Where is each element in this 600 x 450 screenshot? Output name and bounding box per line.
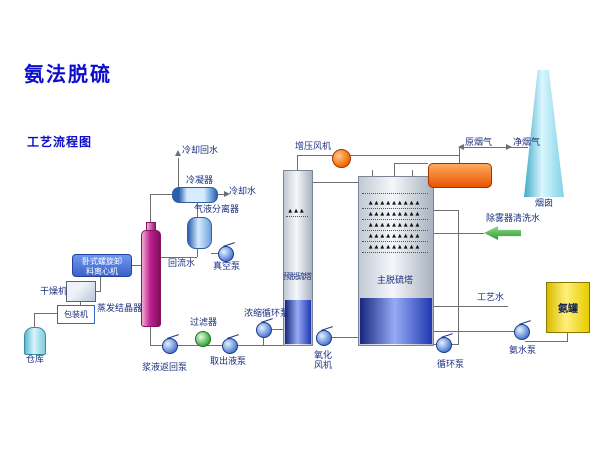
diagram-subtitle: 工艺流程图 (27, 135, 93, 149)
pipe-to-dryer (94, 291, 101, 292)
spray-row-small: ▲▲▲ (286, 209, 308, 217)
pipe-maintower-ggh (394, 163, 428, 164)
concentration-pump-symbol (256, 322, 272, 338)
slurry-return-pump-label: 浆液返回泵 (142, 363, 188, 373)
warehouse-label: 仓库 (26, 355, 45, 365)
pipe-oxidation-air (331, 337, 358, 338)
main-tower-liquid (360, 298, 432, 344)
crystallizer-neck (146, 222, 156, 232)
pipe-packer-out (34, 313, 58, 314)
spray-row: ▲▲▲▲▲▲▲▲▲ (362, 212, 428, 220)
pipe-bottom-manifold (150, 345, 284, 346)
pipe-to-centrifuge (132, 265, 141, 266)
arrow-right-icon (224, 191, 230, 197)
pipe-condenser-separator (197, 201, 198, 217)
filter-symbol (195, 331, 211, 347)
pipe-pre-main-duct (311, 182, 358, 183)
gas-liquid-separator-vessel (187, 217, 212, 249)
filter-label: 过滤器 (190, 318, 218, 328)
demister-wash-arrow-icon (484, 226, 521, 240)
pipe-maintower-top (394, 163, 395, 177)
circulation-pump-label: 循环泵 (437, 360, 465, 370)
pipe-crystallizer-bottom (150, 324, 151, 346)
arrow-right-icon (506, 144, 512, 150)
pipe-dryer-packer (80, 300, 81, 306)
pipe-separator-bottom (197, 247, 198, 257)
demister-dotline (362, 192, 428, 194)
dryer-box (66, 281, 96, 302)
pipe-concpump-down (263, 336, 264, 346)
pipe-circulation-return (432, 210, 458, 211)
pipe-top-duct (297, 155, 459, 156)
slurry-return-pump-symbol (162, 338, 178, 354)
pipe-circulation-riser (458, 210, 459, 345)
pipe-ggh-drop (459, 147, 460, 164)
arrow-up-icon (175, 150, 181, 156)
pipe-vapor-to-condenser (150, 194, 172, 195)
demister-wash-label: 除雾器清洗水 (486, 214, 541, 224)
main-tower-label: 主脱硫塔 (377, 276, 414, 286)
evaporation-crystallizer-column (141, 230, 161, 327)
takeout-pump-label: 取出液泵 (210, 357, 247, 367)
pre-tower-label: 预脱硫塔 (283, 272, 312, 281)
arrow-left-icon (458, 144, 464, 150)
pipe-vapor-riser (150, 194, 151, 232)
pre-tower-liquid (285, 300, 311, 344)
booster-fan-symbol (332, 149, 351, 168)
pre-desulfurization-tower (283, 170, 313, 346)
oxidation-fan-label: 氧化风机 (313, 351, 332, 372)
spray-row: ▲▲▲▲▲▲▲▲▲ (362, 201, 428, 209)
oxidation-fan-symbol (316, 330, 332, 346)
condenser-label: 冷凝器 (186, 176, 214, 186)
process-water-label: 工艺水 (477, 293, 505, 303)
chimney-stack (524, 70, 564, 197)
pipe-ammonia-feed (432, 331, 514, 332)
chimney-label: 烟囱 (535, 199, 554, 209)
pipe-pretower-top (297, 155, 298, 171)
ammonia-pump-symbol (514, 324, 530, 340)
pipe-maintower-stub-2 (412, 170, 413, 176)
cooling-water-label: 冷却水 (229, 187, 257, 197)
warehouse-tank (24, 327, 46, 355)
spray-row: ▲▲▲▲▲▲▲▲▲ (362, 245, 428, 253)
cooling-return-water-label: 冷却回水 (182, 146, 219, 156)
packing-machine-box: 包装机 (57, 305, 95, 324)
pipe-concpump-suction (270, 329, 284, 330)
spray-row: ▲▲▲▲▲▲▲▲▲ (362, 223, 428, 231)
pipe-cooling-water-out (216, 194, 228, 195)
pipe-circpump-riser (451, 344, 459, 345)
pipe-flue-to-chimney (459, 147, 528, 148)
gas-gas-heater (428, 163, 492, 188)
pipe-tank-to-pump (525, 341, 568, 342)
booster-fan-label: 增压风机 (295, 142, 332, 152)
pipe-ammonia-tank-down (567, 331, 568, 341)
pipe-process-water (432, 306, 508, 307)
pipe-maintower-stub-1 (372, 170, 373, 176)
vacuum-pump-label: 真空泵 (213, 262, 241, 272)
evaporation-crystallizer-label: 蒸发结晶器 (97, 304, 143, 314)
takeout-pump-symbol (222, 338, 238, 354)
centrifuge-box: 卧式螺旋卸料离心机 (72, 254, 132, 277)
vacuum-pump-symbol (218, 246, 234, 262)
reflux-water-label: 回流水 (168, 259, 196, 269)
gas-liquid-separator-label: 气液分离器 (194, 205, 240, 215)
pipe-centrifuge-down (100, 277, 101, 291)
pipe-cooling-return (178, 158, 179, 188)
circulation-pump-symbol (436, 337, 452, 353)
ammonia-pump-label: 氨水泵 (509, 346, 537, 356)
raw-flue-gas-label: 原烟气 (465, 138, 493, 148)
dryer-label: 干燥机 (40, 287, 68, 297)
ammonia-tank-vessel: 氨罐 (546, 282, 590, 333)
pipe-to-warehouse (34, 313, 35, 327)
condenser-vessel (172, 187, 218, 203)
concentration-pump-label: 浓缩循环泵 (244, 309, 290, 319)
clean-flue-gas-label: 净烟气 (513, 138, 541, 148)
pipe-reflux (159, 257, 197, 258)
main-desulfurization-tower (358, 176, 434, 346)
page-title: 氨法脱硫 (24, 62, 112, 86)
pipe-to-vacuum-pump (211, 253, 221, 254)
spray-row: ▲▲▲▲▲▲▲▲▲ (362, 234, 428, 242)
